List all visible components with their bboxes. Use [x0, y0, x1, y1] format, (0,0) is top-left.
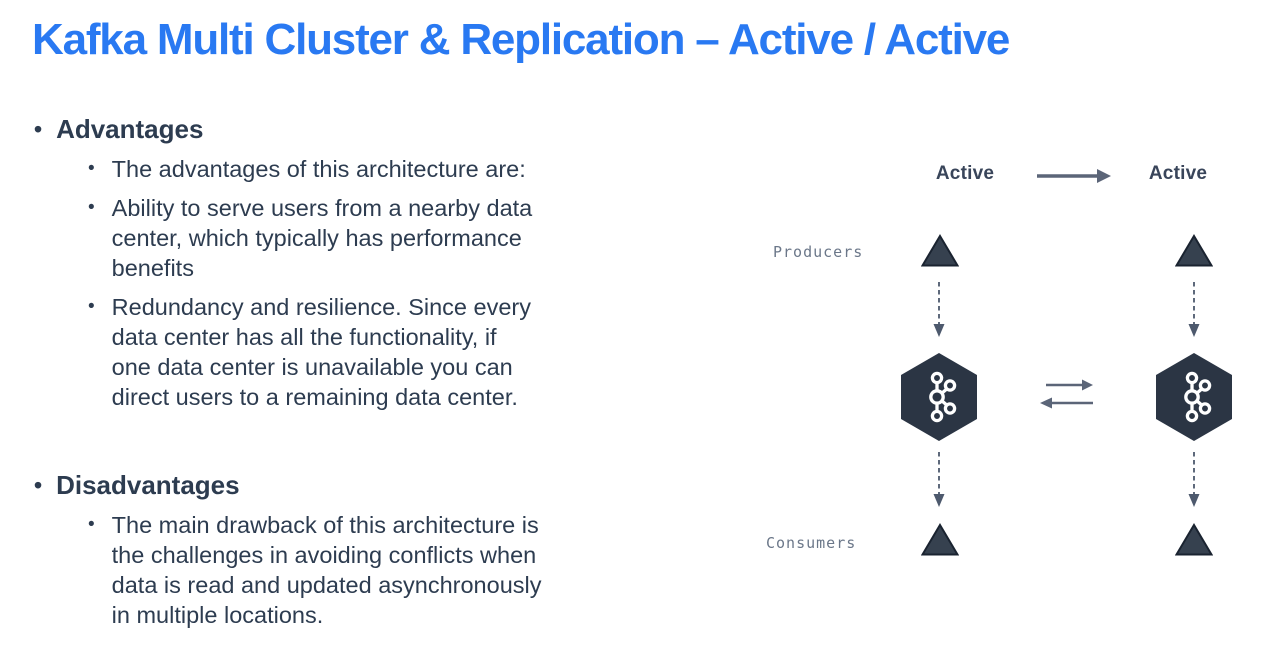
advantages-section: • Advantages • The advantages of this ar… — [24, 112, 644, 412]
dashed-down-arrow-icon — [1186, 282, 1202, 343]
consumers-label: Consumers — [766, 534, 857, 552]
list-item: • Redundancy and resilience. Since every… — [88, 292, 644, 412]
section-heading-advantages: Advantages — [56, 114, 204, 144]
bullet-text: The advantages of this architecture are: — [111, 156, 526, 182]
kafka-logo-icon — [1184, 371, 1212, 423]
bidirectional-arrows-icon — [1037, 377, 1095, 416]
bullet-marker: • — [88, 514, 95, 535]
slide-title: Kafka Multi Cluster & Replication – Acti… — [32, 15, 1010, 64]
consumer-triangle-icon — [920, 523, 960, 556]
bullet-marker: • — [34, 116, 43, 142]
kafka-hexagon-icon — [900, 352, 978, 447]
disadvantages-section: • Disadvantages • The main drawback of t… — [24, 468, 644, 630]
cluster-right-label: Active — [1148, 163, 1208, 184]
section-heading-disadvantages: Disadvantages — [56, 470, 240, 500]
right-arrow-icon — [1036, 166, 1112, 191]
bullet-marker: • — [34, 472, 43, 498]
dashed-down-arrow-icon — [1186, 452, 1202, 513]
bullet-marker: • — [88, 197, 95, 218]
bullet-text: Redundancy and resilience. Since every d… — [111, 294, 531, 410]
bullet-marker: • — [88, 296, 95, 317]
dashed-down-arrow-icon — [931, 282, 947, 343]
cluster-left-label: Active — [935, 163, 995, 184]
kafka-hexagon-icon — [1155, 352, 1233, 447]
list-item: • Ability to serve users from a nearby d… — [88, 193, 644, 283]
hexagon-shape — [901, 353, 977, 441]
hexagon-shape — [1156, 353, 1232, 441]
list-item-heading: • Advantages — [34, 112, 644, 146]
bullet-text: The main drawback of this architecture i… — [111, 512, 542, 628]
producer-triangle-icon — [920, 234, 960, 267]
dashed-down-arrow-icon — [931, 452, 947, 513]
list-item: • The advantages of this architecture ar… — [88, 154, 644, 184]
producer-triangle-icon — [1174, 234, 1214, 267]
bullet-marker: • — [88, 158, 95, 179]
list-item: • The main drawback of this architecture… — [88, 510, 644, 630]
list-item-heading: • Disadvantages — [34, 468, 644, 502]
producers-label: Producers — [773, 243, 864, 261]
consumer-triangle-icon — [1174, 523, 1214, 556]
bullet-text: Ability to serve users from a nearby dat… — [111, 195, 533, 281]
bullet-content: • Advantages • The advantages of this ar… — [24, 112, 644, 639]
kafka-logo-icon — [929, 371, 957, 423]
